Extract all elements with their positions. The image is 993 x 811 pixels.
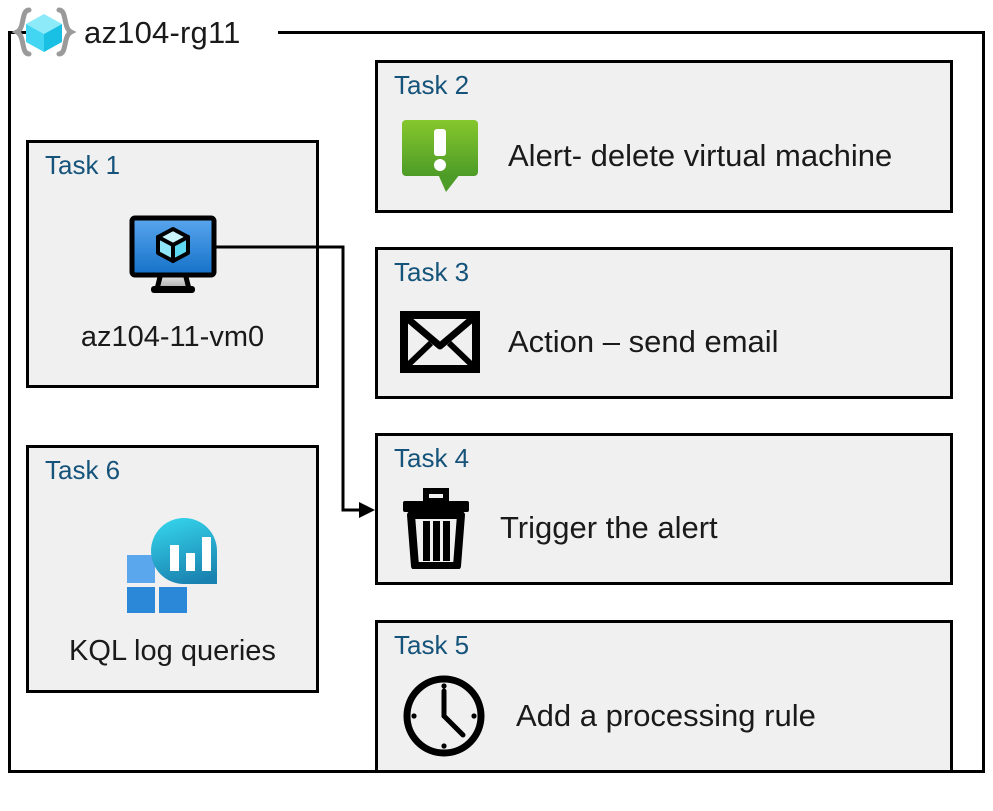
resource-group-header: az104-rg11 bbox=[12, 6, 241, 58]
task-card-task-4[interactable]: Task 4 Trigger the alert bbox=[375, 433, 953, 585]
task-2-text: Alert- delete virtual machine bbox=[508, 137, 893, 173]
task-4-label: Task 4 bbox=[394, 443, 470, 473]
alert-bubble-icon bbox=[400, 118, 480, 194]
task-card-task-5[interactable]: Task 5 Add a processing rule bbox=[375, 620, 953, 773]
task-1-label: Task 1 bbox=[45, 150, 121, 180]
task-1-text: az104-11-vm0 bbox=[80, 320, 265, 353]
task-2-label: Task 2 bbox=[394, 70, 470, 100]
clock-icon bbox=[400, 672, 488, 760]
task-3-text: Action – send email bbox=[508, 324, 779, 359]
log-analytics-icon bbox=[121, 509, 225, 613]
task-5-label: Task 5 bbox=[394, 630, 470, 660]
trash-can-icon bbox=[400, 487, 472, 569]
task-3-label: Task 3 bbox=[394, 257, 470, 287]
task-card-task-2[interactable]: Task 2 Alert- delete virtual machine bbox=[375, 60, 953, 213]
task-card-task-6[interactable]: Task 6 KQL lo bbox=[26, 445, 319, 693]
task-6-label: Task 6 bbox=[45, 455, 121, 485]
resource-group-name: az104-rg11 bbox=[84, 14, 241, 50]
virtual-machine-icon bbox=[125, 213, 221, 299]
task-6-text: KQL log queries bbox=[69, 634, 276, 667]
azure-resource-group-icon bbox=[12, 6, 76, 58]
envelope-icon bbox=[400, 311, 480, 373]
task-card-task-1[interactable]: Task 1 bbox=[26, 140, 319, 388]
task-5-text: Add a processing rule bbox=[516, 697, 816, 733]
task-4-text: Trigger the alert bbox=[500, 510, 718, 545]
task-card-task-3[interactable]: Task 3 Action – send email bbox=[375, 247, 953, 399]
